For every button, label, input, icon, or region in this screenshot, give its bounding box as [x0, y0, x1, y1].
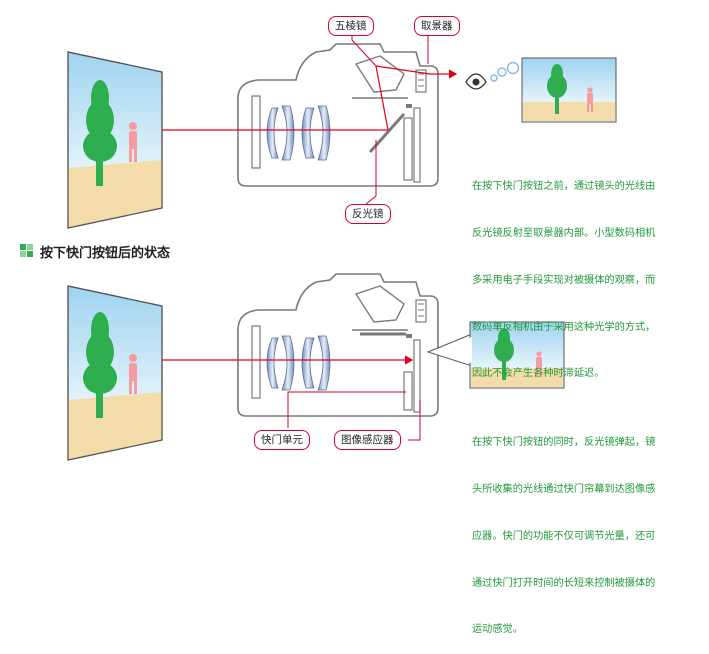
- thought-bubbles: [490, 61, 520, 82]
- eye-icon: [465, 73, 487, 90]
- viewfinder-preview: [521, 57, 617, 123]
- sensor-image-bubble: [426, 321, 565, 389]
- person-icon: [129, 354, 137, 394]
- green-squares-icon: [20, 244, 34, 258]
- tree-icon: [83, 80, 117, 186]
- section-title: 按下快门按钮后的状态: [20, 240, 170, 262]
- label-viewfinder: 取景器: [414, 16, 460, 36]
- note-line: 多采用电子手段实现对被摄体的观察，而: [472, 274, 656, 286]
- label-reflex-mirror: 反光镜: [345, 204, 391, 224]
- label-image-sensor: 图像感应器: [334, 430, 401, 450]
- leader-image-sensor: [408, 400, 421, 441]
- note-line: 在按下快门按钮之前，通过镜头的光线由: [472, 181, 656, 193]
- pentaprism-shape: [354, 55, 405, 93]
- note-line: 因此不会产生各种时滞延迟。: [472, 368, 605, 380]
- label-pentaprism: 五棱镜: [328, 16, 374, 36]
- camera-diagram: [67, 30, 617, 461]
- note-line: 数码单反相机由于采用这种光学的方式，: [472, 321, 656, 333]
- person-icon: [129, 122, 137, 162]
- leader-shutter-unit: [287, 391, 406, 428]
- leader-reflex-mirror: [365, 140, 377, 205]
- lens-group-top: [266, 105, 331, 161]
- camera-body-top: [237, 43, 439, 187]
- note-line: 应器。快门的功能不仅可调节光量，还可: [472, 530, 656, 542]
- note-after-shutter: 在按下快门按钮的同时，反光镜弹起，镜 头所收集的光线通过快门帘幕到达图像感 应器…: [472, 404, 655, 654]
- note-line: 反光镜反射至取景器内部。小型数码相机: [472, 227, 656, 239]
- note-line: 在按下快门按钮的同时，反光镜弹起，镜: [472, 437, 656, 449]
- note-before-shutter: 在按下快门按钮之前，通过镜头的光线由 反光镜反射至取景器内部。小型数码相机 多采…: [472, 148, 655, 398]
- section-title-text: 按下快门按钮后的状态: [40, 245, 171, 261]
- label-shutter-unit: 快门单元: [254, 430, 310, 450]
- subject-picture-top: [67, 51, 163, 229]
- tree-icon: [83, 312, 117, 418]
- note-line: 头所收集的光线通过快门帘幕到达图像感: [472, 483, 656, 495]
- subject-picture-bottom: [67, 285, 163, 461]
- note-line: 运动感觉。: [472, 624, 523, 636]
- lens-group-bottom: [266, 335, 331, 391]
- note-line: 通过快门打开时间的长短来控制被摄体的: [472, 577, 656, 589]
- camera-body-bottom: [237, 273, 439, 417]
